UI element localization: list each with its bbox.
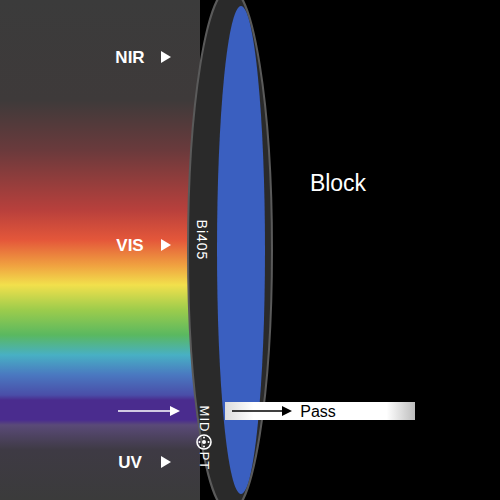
logo-dot: [208, 441, 210, 443]
spectrum-strip: [0, 0, 200, 500]
logo-dot: [203, 437, 205, 439]
arrow-head: [282, 406, 292, 416]
pass-beam: [225, 402, 415, 420]
arrow-head: [170, 406, 180, 416]
brand-text: MID: [198, 406, 211, 433]
filter-model: Bi405: [195, 220, 209, 261]
logo-dot: [202, 440, 206, 444]
pointer-triangle: [161, 239, 171, 251]
pass-arrow: [232, 410, 284, 412]
logo-dot: [199, 441, 201, 443]
band-label: UV: [118, 454, 142, 471]
pointer-triangle: [161, 456, 171, 468]
pass-label: Pass: [300, 404, 336, 420]
pointer-triangle: [161, 51, 171, 63]
lens-rim: [188, 0, 272, 500]
brand-text: PT: [198, 452, 211, 471]
band-label: VIS: [116, 237, 143, 254]
incoming-arrow: [118, 410, 172, 412]
logo-dot: [203, 446, 205, 448]
logo-ring: [197, 435, 211, 449]
band-label: NIR: [115, 49, 144, 66]
lens-glass: [217, 6, 265, 494]
block-label: Block: [310, 172, 366, 195]
